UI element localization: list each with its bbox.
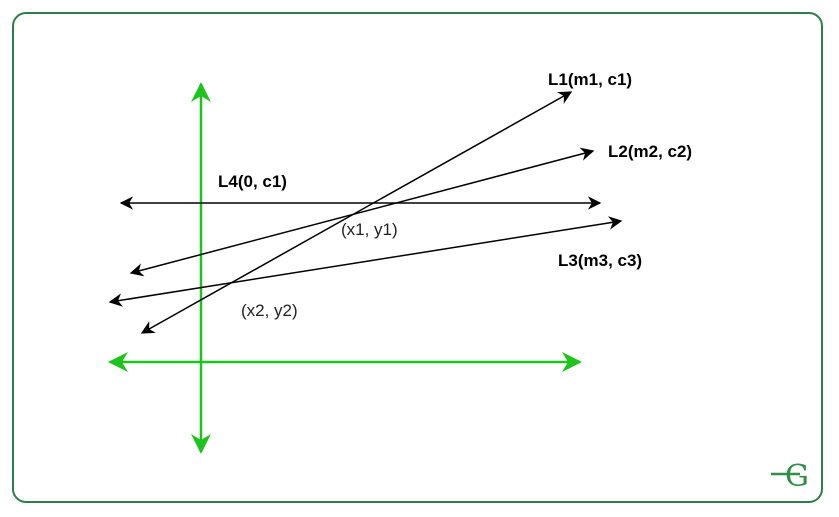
label-l3: L3(m3, c3) bbox=[558, 251, 642, 270]
label-l2: L2(m2, c2) bbox=[608, 142, 692, 161]
label-l1: L1(m1, c1) bbox=[548, 70, 632, 89]
label-l4: L4(0, c1) bbox=[218, 172, 287, 191]
label-point-1: (x1, y1) bbox=[341, 220, 398, 239]
line-l3 bbox=[108, 216, 623, 307]
geeksforgeeks-logo-icon: G G bbox=[771, 459, 809, 494]
label-point-2: (x2, y2) bbox=[241, 301, 298, 320]
line-l1 bbox=[140, 91, 573, 334]
svg-text:G: G bbox=[785, 459, 809, 494]
